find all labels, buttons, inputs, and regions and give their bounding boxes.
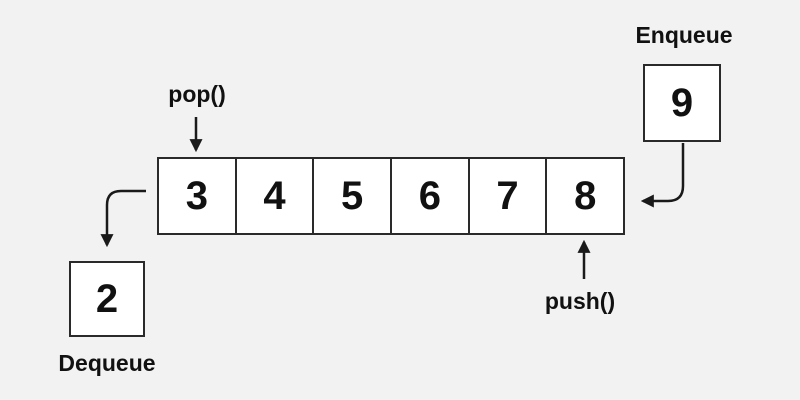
enqueue-label: Enqueue (635, 22, 733, 48)
dequeue-arrow (100, 189, 146, 248)
dequeue-value: 2 (95, 276, 119, 321)
queue-array: 3 4 5 6 7 8 (157, 157, 625, 235)
enqueue-value: 9 (670, 80, 694, 125)
queue-cell: 3 (185, 173, 208, 218)
dequeue-label: Dequeue (58, 350, 156, 376)
enqueue-value-box: 9 (643, 64, 721, 142)
pop-label: pop() (168, 81, 226, 107)
queue-cell: 6 (390, 159, 468, 233)
queue-cell: 4 (234, 159, 313, 233)
queue-cell: 5 (312, 159, 390, 233)
push-label: push() (544, 288, 616, 314)
dequeue-value-box: 2 (69, 261, 145, 337)
enqueue-arrow (640, 143, 685, 208)
queue-cell: 7 (467, 159, 546, 233)
queue-cell: 8 (545, 159, 623, 233)
